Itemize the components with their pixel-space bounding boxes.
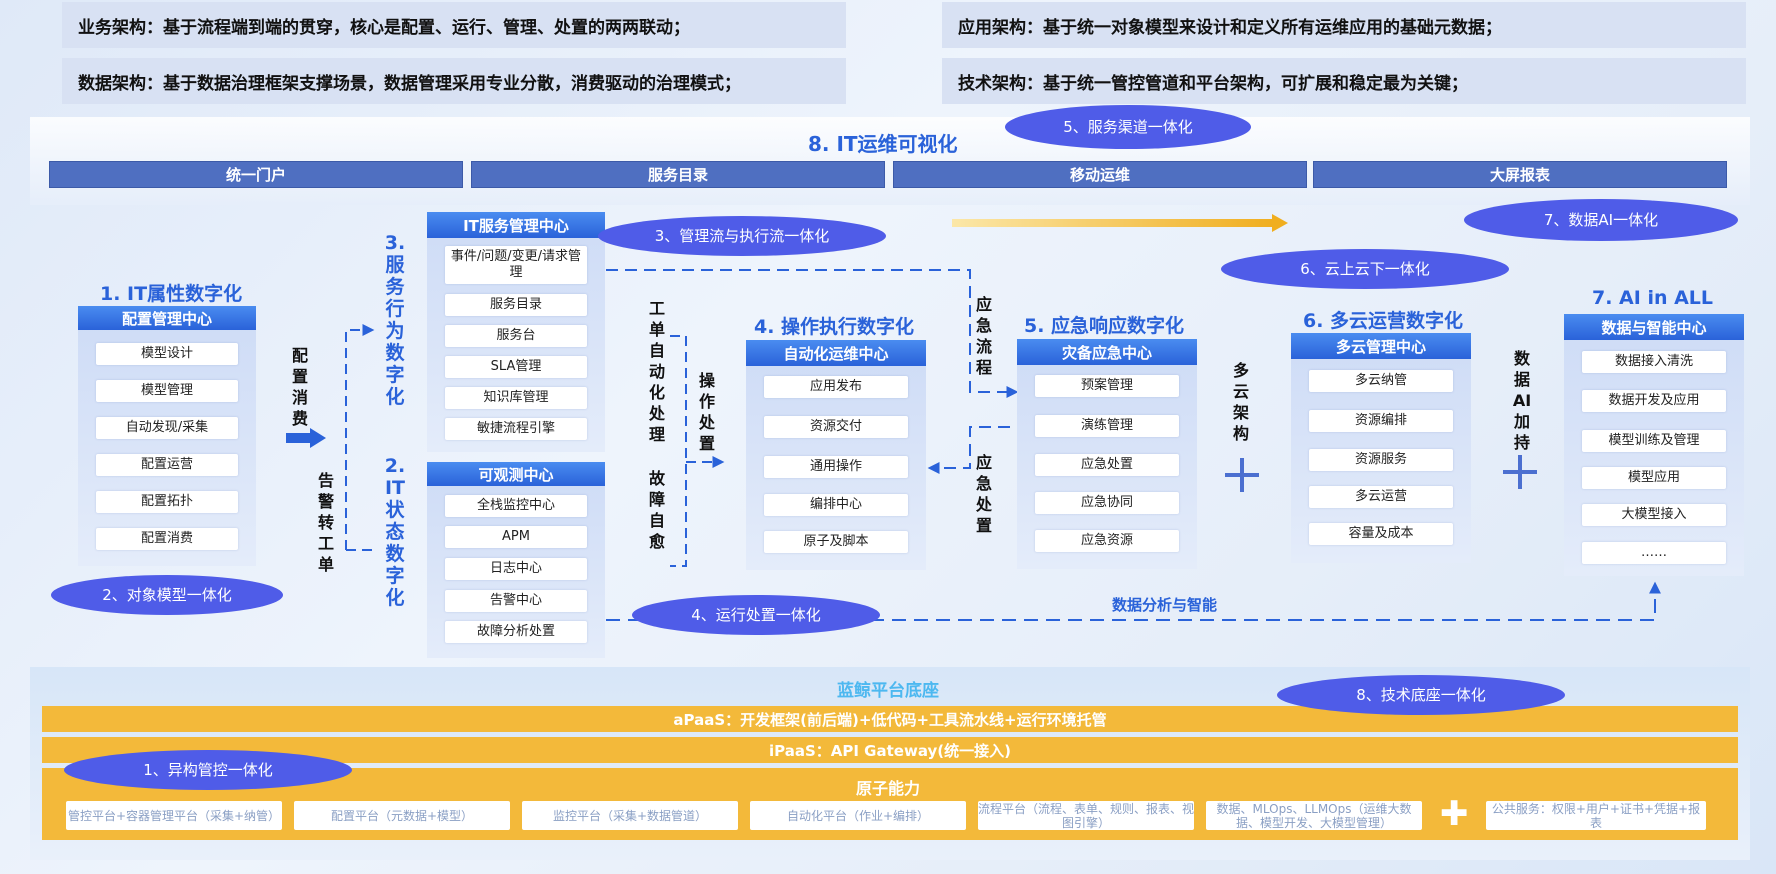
platform-title: 蓝鲸平台底座	[837, 681, 939, 701]
item-config-topology[interactable]: 配置拓扑	[96, 491, 238, 513]
item-config-ops[interactable]: 配置运营	[96, 454, 238, 476]
item-emergency-collab[interactable]: 应急协同	[1035, 492, 1179, 514]
panel-title: 可观测中心	[427, 462, 605, 486]
item-emergency-disposal[interactable]: 应急处置	[1035, 454, 1179, 476]
atom-public-service: 公共服务：权限+用户+证书+凭据+报表	[1486, 801, 1706, 830]
item-atomic-scripts[interactable]: 原子及脚本	[764, 531, 908, 553]
item-resource-service[interactable]: 资源服务	[1309, 449, 1453, 471]
label-emergency-flow: 应急流程	[975, 295, 992, 377]
item-sla[interactable]: SLA管理	[445, 356, 587, 378]
ellipse-cloud: 6、云上云下一体化	[1221, 249, 1509, 289]
ellipse-ops-disposal: 4、运行处置一体化	[632, 595, 880, 635]
atom-process-platform: 流程平台（流程、表单、规则、报表、视图引擎）	[978, 801, 1195, 830]
note-text: 业务架构：基于流程端到端的贯穿，核心是配置、运行、管理、处置的两两联动；	[78, 17, 690, 38]
label-op-disposal: 操作处置	[698, 371, 715, 453]
panel-title: IT服务管理中心	[427, 212, 605, 238]
panel-title: 灾备应急中心	[1017, 339, 1197, 365]
atom-control-platform: 管控平台+容器管理平台（采集+纳管）	[66, 801, 282, 830]
item-orchestration[interactable]: 编排中心	[764, 494, 908, 516]
visualization-title: 8. IT运维可视化	[808, 132, 958, 156]
label-data-ai-support: 数据AI加持	[1512, 349, 1532, 452]
item-more[interactable]: ……	[1582, 542, 1726, 564]
ellipse-mgmt-exec-flow: 3、管理流与执行流一体化	[598, 216, 886, 256]
panel-title: 数据与智能中心	[1564, 314, 1744, 340]
heading-emergency: 5. 应急响应数字化	[1024, 315, 1185, 337]
heading-it-attr: 1. IT属性数字化	[100, 283, 243, 305]
item-service-desk[interactable]: 服务台	[445, 325, 587, 347]
item-apm[interactable]: APM	[445, 526, 587, 548]
heading-multicloud: 6. 多云运营数字化	[1303, 310, 1464, 332]
item-emergency-resources[interactable]: 应急资源	[1035, 530, 1179, 552]
item-data-ingest[interactable]: 数据接入清洗	[1582, 351, 1726, 373]
ellipse-heterogeneous: 1、异构管控一体化	[64, 750, 352, 790]
data-architecture-note: 数据架构：基于数据治理框架支撑场景，数据管理采用专业分散，消费驱动的治理模式；	[62, 58, 846, 104]
item-plan-management[interactable]: 预案管理	[1035, 375, 1179, 397]
label-multicloud-arch: 多云架构	[1232, 361, 1249, 443]
item-fault-analysis[interactable]: 故障分析处置	[445, 621, 587, 643]
panel-title: 多云管理中心	[1291, 333, 1471, 359]
tab-mobile-ops[interactable]: 移动运维	[893, 161, 1307, 188]
ellipse-service-channel: 5、服务渠道一体化	[1005, 105, 1251, 149]
ellipse-object-model: 2、对象模型一体化	[51, 575, 283, 615]
item-incident-change[interactable]: 事件/问题/变更/请求管理	[445, 246, 587, 284]
heading-ai: 7. AI in ALL	[1592, 287, 1714, 309]
label-config-consume: 配置消费	[291, 346, 308, 428]
technical-architecture-note: 技术架构：基于统一管控管道和平台架构，可扩展和稳定最为关键；	[942, 58, 1746, 104]
item-fullstack-monitor[interactable]: 全栈监控中心	[445, 495, 587, 517]
note-text: 技术架构：基于统一管控管道和平台架构，可扩展和稳定最为关键；	[958, 73, 1468, 94]
label-service-behavior: 3.服务行为数字化	[384, 232, 406, 408]
atom-data-mlops: 数据、MLOps、LLMOps（运维大数据、模型开发、大模型管理）	[1206, 801, 1422, 830]
item-agile-engine[interactable]: 敏捷流程引擎	[445, 418, 587, 440]
plus-icon: ✚	[1440, 794, 1469, 834]
item-service-catalog[interactable]: 服务目录	[445, 294, 587, 316]
item-model-management[interactable]: 模型管理	[96, 380, 238, 402]
item-drill-management[interactable]: 演练管理	[1035, 415, 1179, 437]
label-emergency-disposal: 应急处置	[975, 453, 992, 535]
item-config-consume[interactable]: 配置消费	[96, 528, 238, 550]
label-ticket-automation: 工单自动化处理	[648, 299, 665, 444]
item-auto-discovery[interactable]: 自动发现/采集	[96, 417, 238, 439]
atomic-title: 原子能力	[855, 779, 920, 798]
item-capacity-cost[interactable]: 容量及成本	[1309, 523, 1453, 545]
item-resource-orchestration[interactable]: 资源编排	[1309, 410, 1453, 432]
item-llm-access[interactable]: 大模型接入	[1582, 504, 1726, 526]
gold-arrow-bar	[952, 219, 1274, 227]
business-architecture-note: 业务架构：基于流程端到端的贯穿，核心是配置、运行、管理、处置的两两联动；	[62, 2, 846, 48]
item-knowledge-base[interactable]: 知识库管理	[445, 387, 587, 409]
ellipse-tech-base: 8、技术底座一体化	[1277, 675, 1565, 715]
item-multicloud-ops[interactable]: 多云运营	[1309, 486, 1453, 508]
label-data-analysis: 数据分析与智能	[1112, 596, 1218, 614]
label-fault-self-heal: 故障自愈	[648, 469, 665, 551]
item-model-design[interactable]: 模型设计	[96, 343, 238, 365]
item-log-center[interactable]: 日志中心	[445, 558, 587, 580]
application-architecture-note: 应用架构：基于统一对象模型来设计和定义所有运维应用的基础元数据；	[942, 2, 1746, 48]
item-model-training[interactable]: 模型训练及管理	[1582, 430, 1726, 452]
gold-arrow-head	[1272, 214, 1288, 232]
item-app-release[interactable]: 应用发布	[764, 376, 908, 398]
label-it-state: 2.IT状态数字化	[384, 455, 406, 609]
item-alert-center[interactable]: 告警中心	[445, 590, 587, 612]
item-multicloud-onboard[interactable]: 多云纳管	[1309, 370, 1453, 392]
ellipse-data-ai: 7、数据AI一体化	[1464, 199, 1738, 241]
atom-config-platform: 配置平台（元数据+模型）	[294, 801, 510, 830]
item-data-dev[interactable]: 数据开发及应用	[1582, 390, 1726, 412]
panel-title: 配置管理中心	[78, 306, 256, 330]
tab-big-screen-report[interactable]: 大屏报表	[1313, 161, 1727, 188]
note-text: 数据架构：基于数据治理框架支撑场景，数据管理采用专业分散，消费驱动的治理模式；	[78, 73, 741, 94]
item-resource-delivery[interactable]: 资源交付	[764, 416, 908, 438]
tab-unified-portal[interactable]: 统一门户	[49, 161, 463, 188]
item-common-ops[interactable]: 通用操作	[764, 456, 908, 478]
panel-title: 自动化运维中心	[746, 340, 926, 366]
atom-automation-platform: 自动化平台（作业+编排）	[750, 801, 966, 830]
note-text: 应用架构：基于统一对象模型来设计和定义所有运维应用的基础元数据；	[958, 17, 1502, 38]
item-model-application[interactable]: 模型应用	[1582, 467, 1726, 489]
heading-automation: 4. 操作执行数字化	[754, 316, 915, 338]
tab-service-catalog[interactable]: 服务目录	[471, 161, 885, 188]
label-alert-ticket: 告警转工单	[317, 471, 334, 574]
atom-monitor-platform: 监控平台（采集+数据管道）	[522, 801, 738, 830]
